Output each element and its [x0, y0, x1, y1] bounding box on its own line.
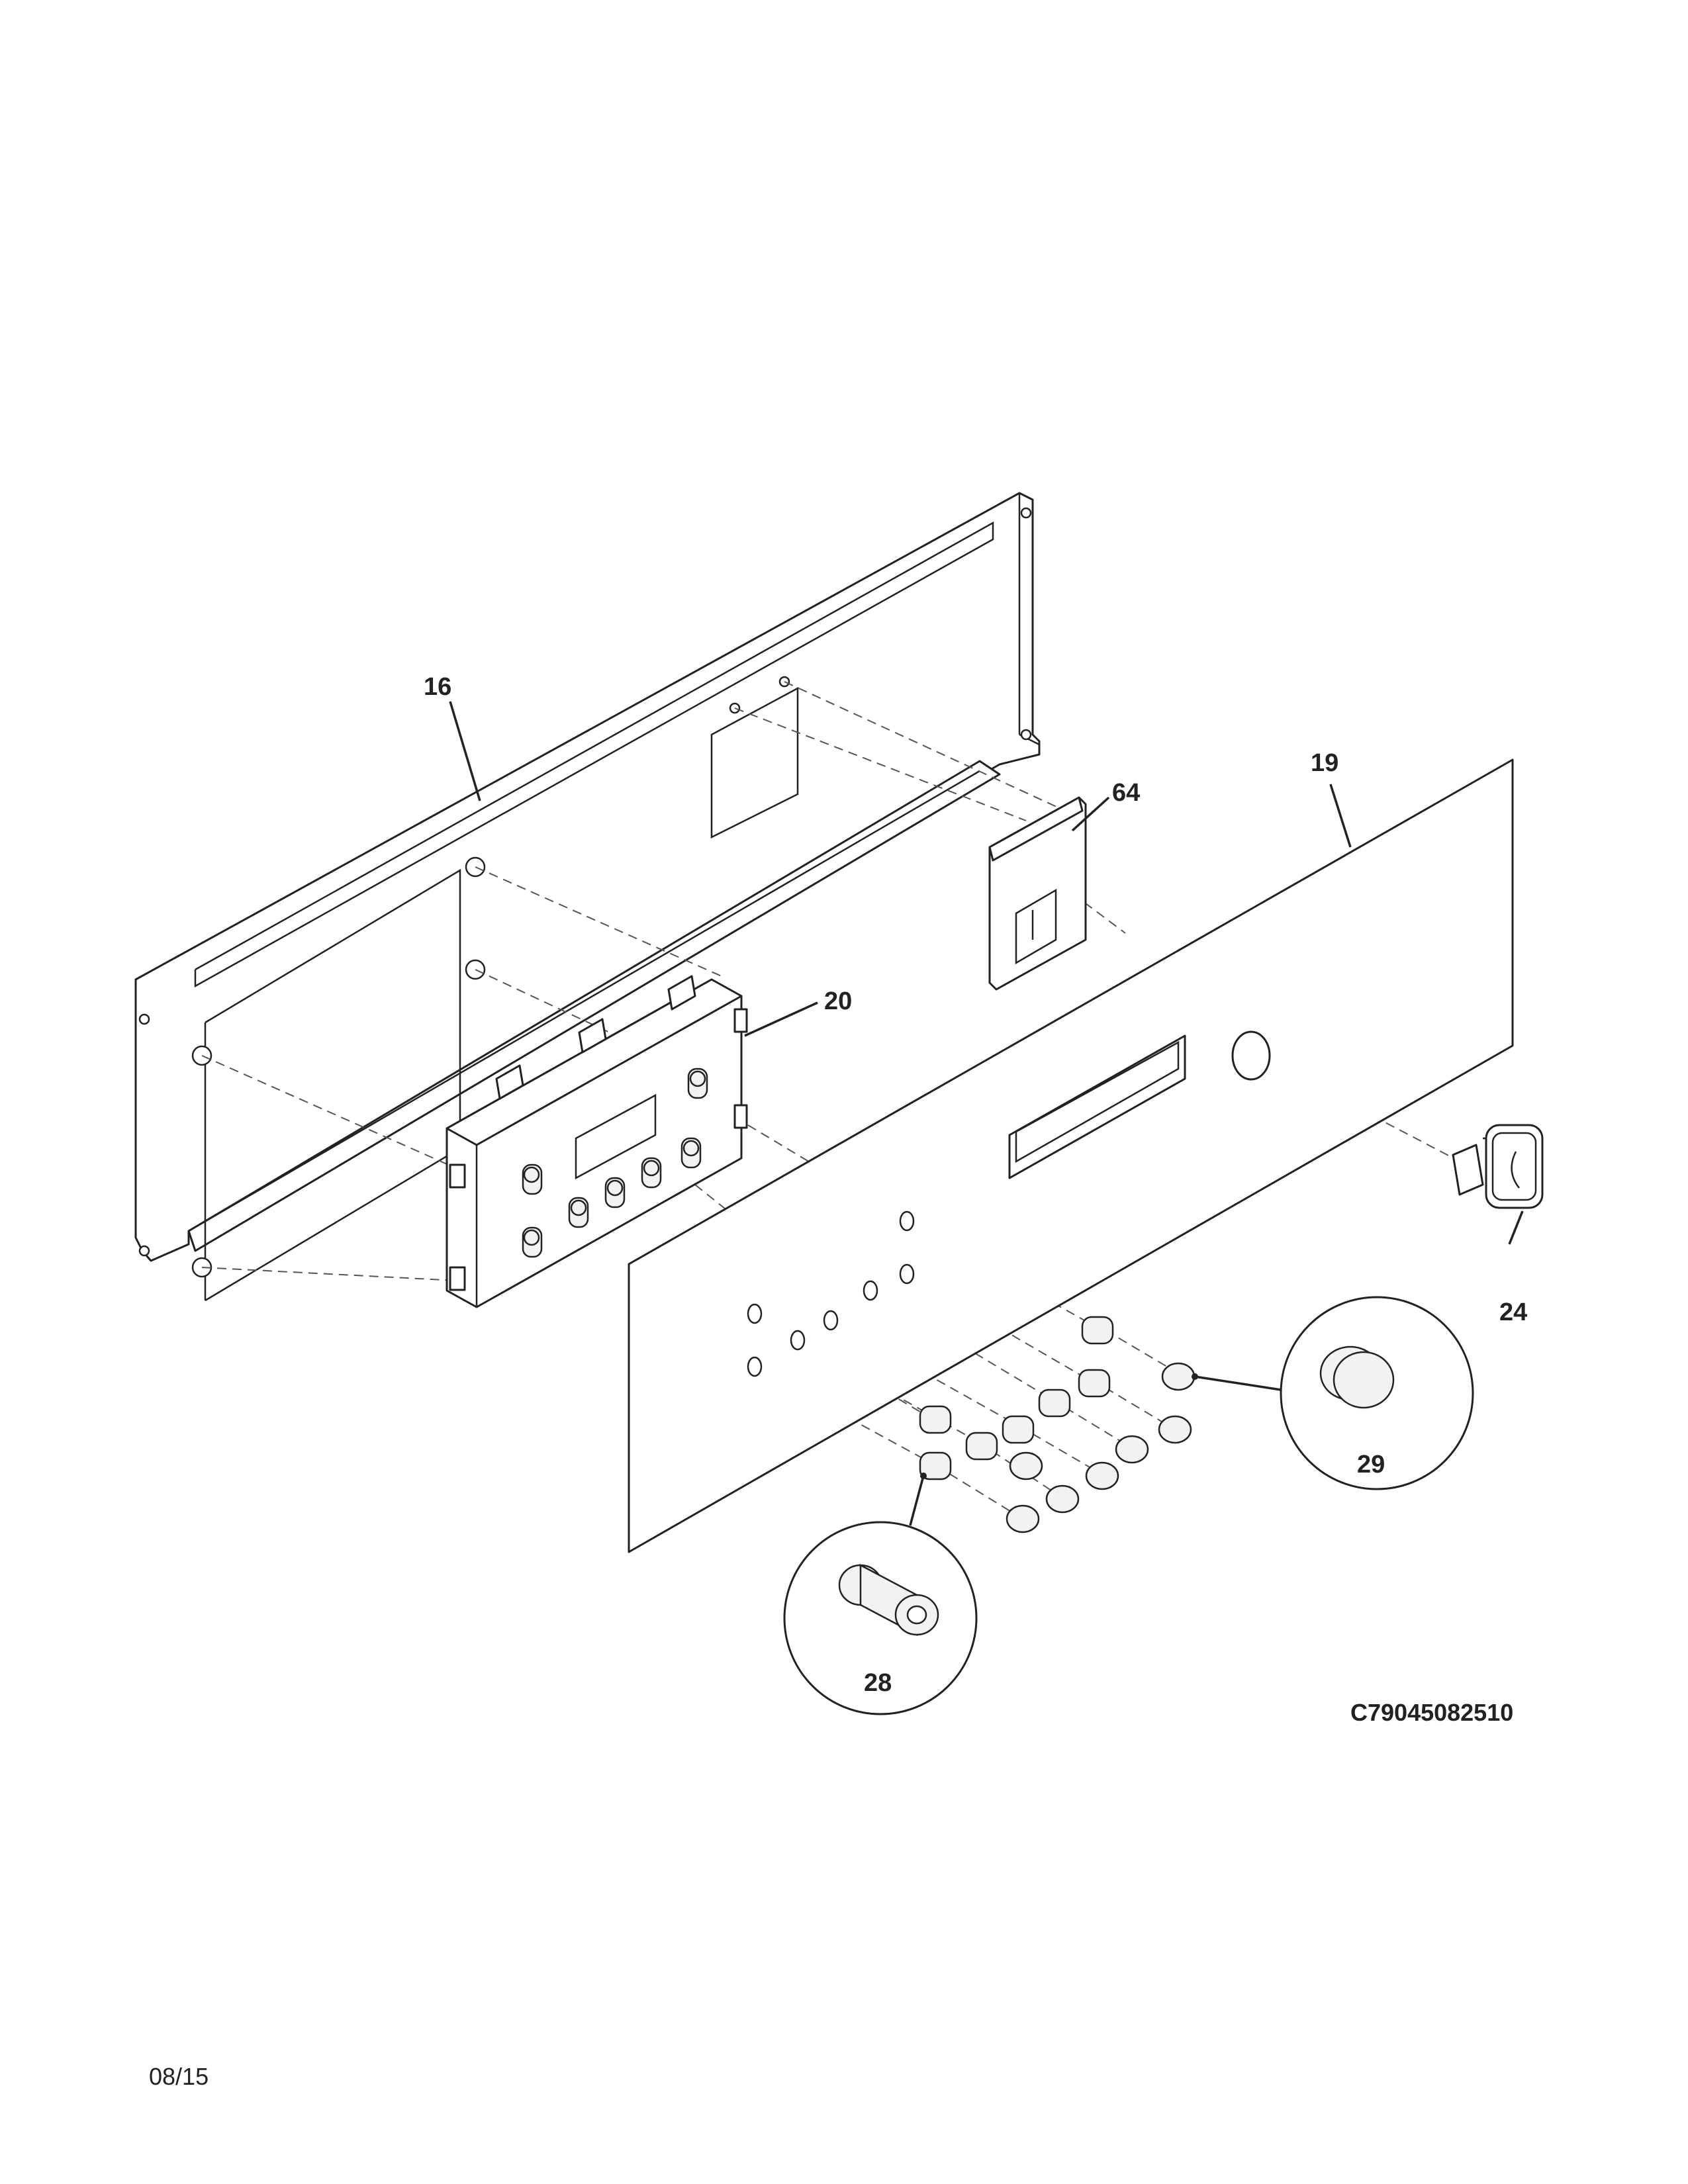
drawing-code: C79045082510 [1350, 1699, 1513, 1726]
part-24-switch [1452, 1124, 1544, 1209]
key-actuators [919, 1316, 1114, 1480]
detail-29 [1192, 1296, 1474, 1490]
part-64-bracket [988, 796, 1087, 991]
detail-28 [783, 1473, 978, 1715]
callout-20: 20 [824, 987, 852, 1015]
callout-64: 64 [1112, 779, 1140, 807]
push-buttons [1006, 1362, 1196, 1533]
leader-lines [449, 701, 1524, 1245]
callout-19: 19 [1311, 749, 1338, 777]
part-16-back-panel [134, 492, 1041, 1302]
callout-29: 29 [1357, 1451, 1385, 1479]
callout-24: 24 [1499, 1298, 1527, 1326]
callout-28: 28 [864, 1669, 892, 1697]
part-19-front-panel [628, 758, 1514, 1553]
date-code: 08/15 [149, 2063, 209, 2090]
part-20-oven-control [445, 975, 748, 1308]
callout-16: 16 [424, 673, 451, 701]
